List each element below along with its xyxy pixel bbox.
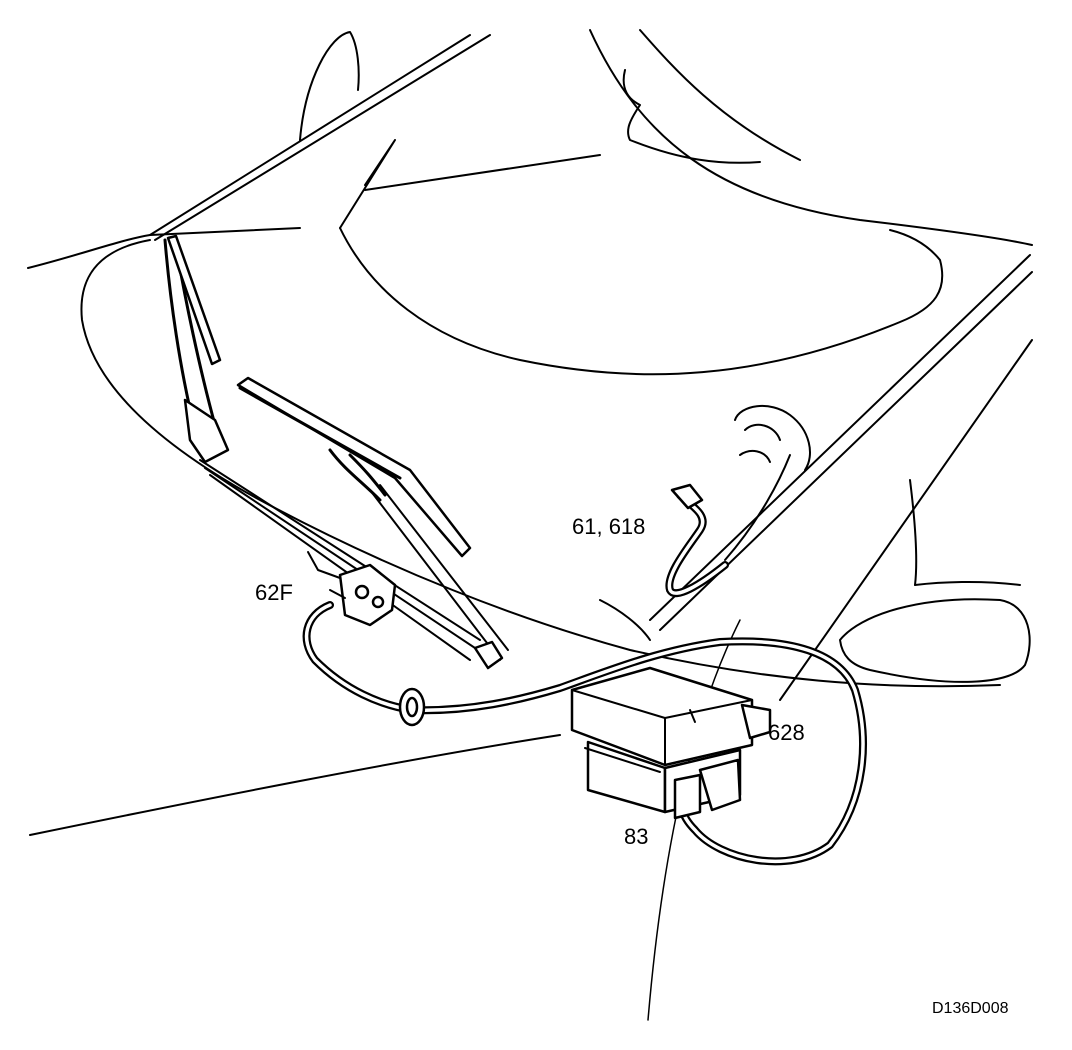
washer-pump — [673, 703, 772, 820]
figure-reference-code: D136D008 — [932, 1000, 1009, 1017]
washer-nozzle — [307, 551, 504, 670]
car-body-outline — [27, 29, 1033, 1021]
callout-label-washer-reservoir: 83 — [624, 824, 648, 849]
callout-label-washer-hose-joint: 61, 618 — [572, 514, 645, 539]
wiper-assembly — [163, 234, 509, 661]
callout-label-wiper-nozzle: 62F — [255, 580, 293, 605]
callout-label-washer-pump: 628 — [768, 720, 805, 745]
washer-hose — [302, 483, 867, 866]
